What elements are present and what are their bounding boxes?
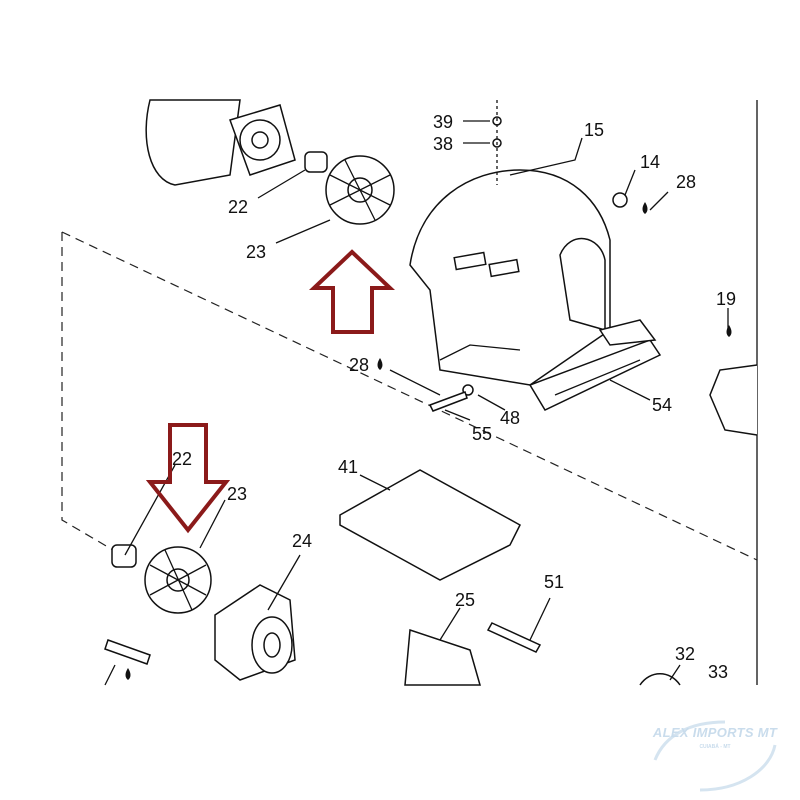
highlight-arrow-down [145, 423, 231, 534]
dashed-separator [61, 231, 758, 561]
label-23: 23 [246, 242, 266, 262]
label-55: 55 [472, 424, 492, 444]
motor-assembly [145, 99, 296, 186]
highlight-arrow-up [308, 249, 396, 334]
label-24: 24 [292, 531, 312, 551]
part-19 [709, 364, 758, 436]
housing-15 [409, 169, 611, 386]
oil-drop-icon [642, 202, 648, 214]
bolt-51 [486, 622, 542, 653]
coupling-23-bottom [144, 546, 212, 614]
watermark-swoosh [653, 720, 726, 761]
label-25: 25 [455, 590, 475, 610]
watermark-subtitle: CUIABÁ - MT [699, 744, 731, 750]
oil-drop-icon [726, 325, 732, 337]
nut-14 [612, 192, 628, 208]
label-22: 22 [228, 197, 248, 217]
label-41: 41 [338, 457, 358, 477]
watermark-title: ALEX IMPORTS MT [652, 725, 778, 740]
plate-41 [339, 469, 521, 581]
label-38: 38 [433, 134, 453, 154]
label-15: 15 [584, 120, 604, 140]
bolt-55 [428, 391, 468, 412]
label-33: 33 [708, 662, 728, 682]
watermark-swoosh [699, 744, 777, 792]
label-14: 14 [640, 152, 660, 172]
bolt-bottom [104, 639, 151, 665]
label-54: 54 [652, 395, 672, 415]
label-48: 48 [500, 408, 520, 428]
bracket-54 [528, 319, 662, 411]
watermark-logo: ALEX IMPORTS MT CUIABÁ - MT [640, 725, 790, 750]
label-28: 28 [676, 172, 696, 192]
plate-25 [404, 628, 481, 686]
label-28-b: 28 [349, 355, 369, 375]
leader-lines [104, 120, 729, 686]
bushing-22 [304, 151, 328, 173]
oil-drop-icon [377, 358, 383, 370]
coupling-23 [325, 155, 395, 225]
label-23-b: 23 [227, 484, 247, 504]
part-32 [639, 673, 681, 686]
label-22-b: 22 [172, 449, 192, 469]
label-32: 32 [675, 644, 695, 664]
label-39: 39 [433, 112, 453, 132]
hub-24 [214, 584, 296, 681]
oil-drop-icon [125, 668, 131, 680]
dashed-separator-left [61, 232, 131, 561]
label-19: 19 [716, 289, 736, 309]
bushing-22-bottom [111, 544, 137, 568]
label-51: 51 [544, 572, 564, 592]
